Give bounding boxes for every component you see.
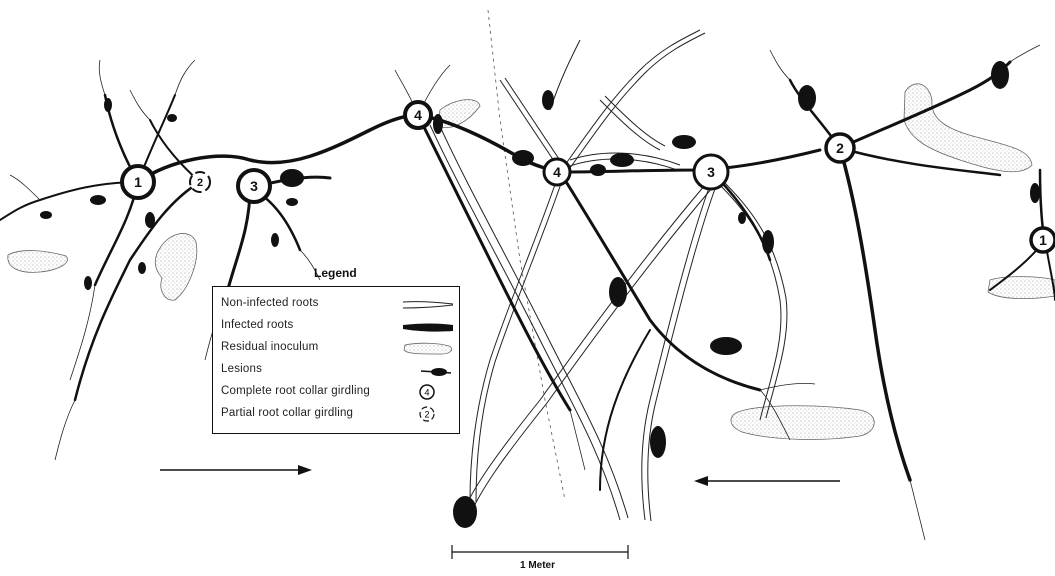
node-right-1: 1 <box>1031 228 1055 252</box>
legend-label-residual-inoculum: Residual inoculum <box>221 341 318 353</box>
lesion <box>609 277 627 307</box>
direction-arrows <box>160 465 840 486</box>
lesion <box>798 85 816 111</box>
lesion <box>1030 183 1040 203</box>
lesion <box>145 212 155 228</box>
arrow-right-icon <box>160 465 312 475</box>
scale-bar <box>452 545 628 559</box>
node-left-3: 3 <box>238 170 270 202</box>
svg-text:3: 3 <box>707 164 715 180</box>
residual-inoculum <box>155 233 197 300</box>
legend-box: Non-infected roots Infected roots Residu… <box>212 286 460 434</box>
lesion <box>672 135 696 149</box>
lesion <box>762 230 774 254</box>
lesion <box>590 164 606 176</box>
infected-roots <box>0 62 1055 490</box>
scale-bar-label: 1 Meter <box>520 560 555 571</box>
svg-text:4: 4 <box>414 107 422 123</box>
residual-inoculum-icon <box>401 341 455 357</box>
node-left-2: 2 <box>190 172 210 192</box>
lesion <box>40 211 52 219</box>
infected-root-icon <box>401 320 455 334</box>
lesion <box>271 233 279 247</box>
legend-label-partial-girdling: Partial root collar girdling <box>221 407 353 419</box>
node-left-4: 4 <box>405 102 431 128</box>
legend-label-lesions: Lesions <box>221 363 262 375</box>
legend-label-non-infected: Non-infected roots <box>221 297 319 309</box>
node-mid-4: 4 <box>544 159 570 185</box>
svg-text:2: 2 <box>424 410 429 420</box>
svg-text:4: 4 <box>553 164 561 180</box>
residual-inoculum <box>438 100 480 128</box>
lesion <box>84 276 92 290</box>
complete-girdling-icon: 4 <box>401 383 455 401</box>
lesion <box>280 169 304 187</box>
partial-girdling-icon: 2 <box>401 405 455 423</box>
non-infected-root-icon <box>401 299 455 311</box>
residual-inoculum <box>8 251 68 273</box>
arrow-left-icon <box>694 476 840 486</box>
svg-text:1: 1 <box>1039 232 1047 248</box>
svg-text:2: 2 <box>836 140 844 156</box>
legend-title: Legend <box>314 266 357 280</box>
residual-inoculum <box>731 406 874 440</box>
lesion-icon <box>401 364 455 378</box>
lesion <box>433 114 443 134</box>
lesion <box>710 337 742 355</box>
residual-inoculum-group <box>8 84 1055 440</box>
non-infected-roots <box>430 30 787 523</box>
svg-text:2: 2 <box>197 177 203 189</box>
lesion <box>453 496 477 528</box>
legend-label-infected: Infected roots <box>221 319 293 331</box>
residual-inoculum <box>988 277 1055 299</box>
residual-inoculum <box>904 84 1032 172</box>
lesion <box>138 262 146 274</box>
lesion <box>542 90 554 110</box>
svg-text:4: 4 <box>424 388 429 398</box>
lesion <box>650 426 666 458</box>
lesion <box>104 98 112 112</box>
lesion <box>286 198 298 206</box>
node-left-1: 1 <box>122 166 154 198</box>
lesion <box>738 212 746 224</box>
svg-text:3: 3 <box>250 178 258 194</box>
lesion <box>991 61 1009 89</box>
dotted-boundary-line <box>488 10 565 500</box>
lesion <box>167 114 177 122</box>
lesion <box>512 150 534 166</box>
node-right-2: 2 <box>826 134 854 162</box>
node-mid-3: 3 <box>694 155 728 189</box>
lesion <box>90 195 106 205</box>
svg-text:1: 1 <box>134 174 142 190</box>
legend-label-complete-girdling: Complete root collar girdling <box>221 385 370 397</box>
lesion <box>610 153 634 167</box>
